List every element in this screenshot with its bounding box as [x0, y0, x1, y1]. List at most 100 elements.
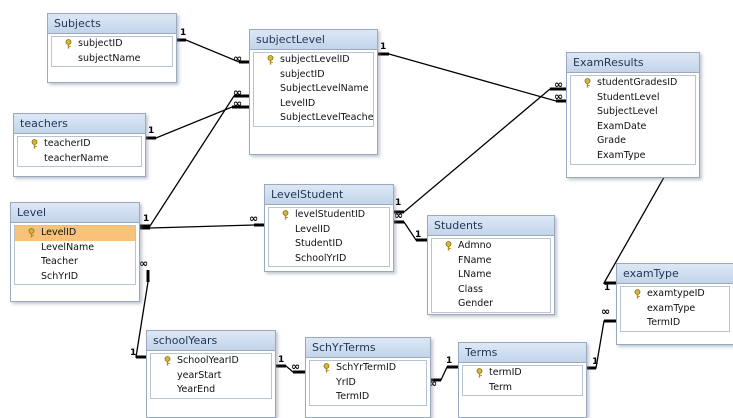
table-title[interactable]: schoolYears: [147, 331, 275, 351]
card-one: 1: [592, 357, 599, 367]
field-row[interactable]: SubjectLevelName: [254, 82, 373, 97]
card-one: 1: [148, 126, 155, 136]
field-name: SchoolYrID: [295, 252, 347, 264]
field-row[interactable]: ExamDate: [571, 120, 695, 135]
field-row[interactable]: SchoolYrID: [269, 252, 389, 267]
field-name: subjectLevelID: [280, 54, 350, 65]
card-many: ∞: [233, 52, 242, 65]
card-many: ∞: [428, 377, 437, 390]
field-row[interactable]: SubjectLevelTeacher: [254, 111, 373, 126]
card-one: 1: [604, 283, 611, 293]
table-title[interactable]: LevelStudent: [265, 185, 393, 205]
field-row[interactable]: Gender: [432, 297, 550, 312]
table-title[interactable]: SchYrTerms: [306, 338, 430, 358]
card-many: ∞: [554, 90, 563, 103]
field-row[interactable]: YrID: [310, 376, 426, 391]
field-row[interactable]: SchYrID: [15, 270, 135, 285]
card-one: 1: [278, 355, 285, 365]
field-row[interactable]: LevelName: [15, 241, 135, 256]
field-row[interactable]: StudentLevel: [571, 91, 695, 106]
card-many: ∞: [394, 209, 403, 222]
field-row[interactable]: SubjectLevel: [571, 105, 695, 120]
field-row[interactable]: yearStart: [151, 369, 271, 384]
primary-key-icon: [281, 210, 290, 220]
field-name: TermID: [336, 391, 370, 403]
field-name: subjectID: [78, 38, 123, 49]
field-name: StudentLevel: [597, 91, 660, 103]
table-title[interactable]: subjectLevel: [250, 30, 377, 50]
field-row[interactable]: subjectLevelID: [254, 53, 373, 68]
card-many: ∞: [601, 305, 610, 318]
field-row[interactable]: FName: [432, 254, 550, 269]
primary-key-icon: [163, 356, 172, 366]
table-title[interactable]: Students: [428, 216, 554, 236]
field-row[interactable]: studentGradesID: [571, 76, 695, 91]
field-name: SchoolYearID: [177, 355, 239, 366]
rel-level-levelstudent: [138, 224, 264, 229]
field-row[interactable]: Class: [432, 283, 550, 298]
table-title[interactable]: Level: [11, 203, 139, 223]
field-name: ExamType: [597, 149, 646, 161]
field-row[interactable]: Term: [463, 381, 582, 396]
field-row[interactable]: Admno: [432, 239, 550, 254]
field-row[interactable]: SchYrTermID: [310, 361, 426, 376]
field-row[interactable]: TermID: [310, 390, 426, 405]
field-row[interactable]: subjectName: [52, 52, 172, 67]
field-row[interactable]: LName: [432, 268, 550, 283]
rel-levelstudent-students: [393, 221, 427, 241]
field-row[interactable]: examType: [621, 302, 729, 317]
primary-key-icon: [444, 241, 453, 251]
field-row[interactable]: LevelID: [269, 223, 389, 238]
field-row[interactable]: ExamType: [571, 149, 695, 164]
table-title[interactable]: teachers: [14, 114, 145, 134]
field-row[interactable]: termID: [463, 366, 582, 381]
table-title[interactable]: Terms: [459, 343, 586, 363]
field-name: SchYrID: [41, 270, 79, 282]
field-name: examType: [647, 302, 696, 314]
card-many: ∞: [139, 257, 148, 270]
field-row[interactable]: LevelID: [254, 97, 373, 112]
field-name: studentGradesID: [597, 77, 678, 88]
field-row[interactable]: levelStudentID: [269, 208, 389, 223]
field-row[interactable]: teacherName: [18, 152, 141, 167]
field-row[interactable]: LevelID: [15, 226, 135, 241]
table-subjects[interactable]: Subjects subjectID subjectName: [47, 13, 177, 83]
field-row[interactable]: subjectID: [254, 68, 373, 83]
field-name: SchYrTermID: [336, 362, 397, 373]
field-row[interactable]: Grade: [571, 134, 695, 149]
field-row[interactable]: StudentID: [269, 237, 389, 252]
field-row[interactable]: examtypeID: [621, 287, 729, 302]
field-row[interactable]: TermID: [621, 316, 729, 331]
table-title[interactable]: ExamResults: [567, 53, 699, 73]
field-row[interactable]: teacherID: [18, 137, 141, 152]
field-name: Gender: [458, 298, 494, 310]
field-row[interactable]: SchoolYearID: [151, 354, 271, 369]
card-one: 1: [446, 356, 453, 366]
primary-key-icon: [266, 55, 275, 65]
field-row[interactable]: Teacher: [15, 255, 135, 270]
table-title[interactable]: examType: [617, 264, 733, 284]
card-one: 1: [180, 28, 187, 38]
rel-subjectlevel-examresults: [377, 53, 566, 102]
field-row[interactable]: YearEnd: [151, 383, 271, 398]
table-title[interactable]: Subjects: [48, 14, 176, 34]
primary-key-icon: [583, 78, 592, 88]
field-row[interactable]: subjectID: [52, 37, 172, 52]
